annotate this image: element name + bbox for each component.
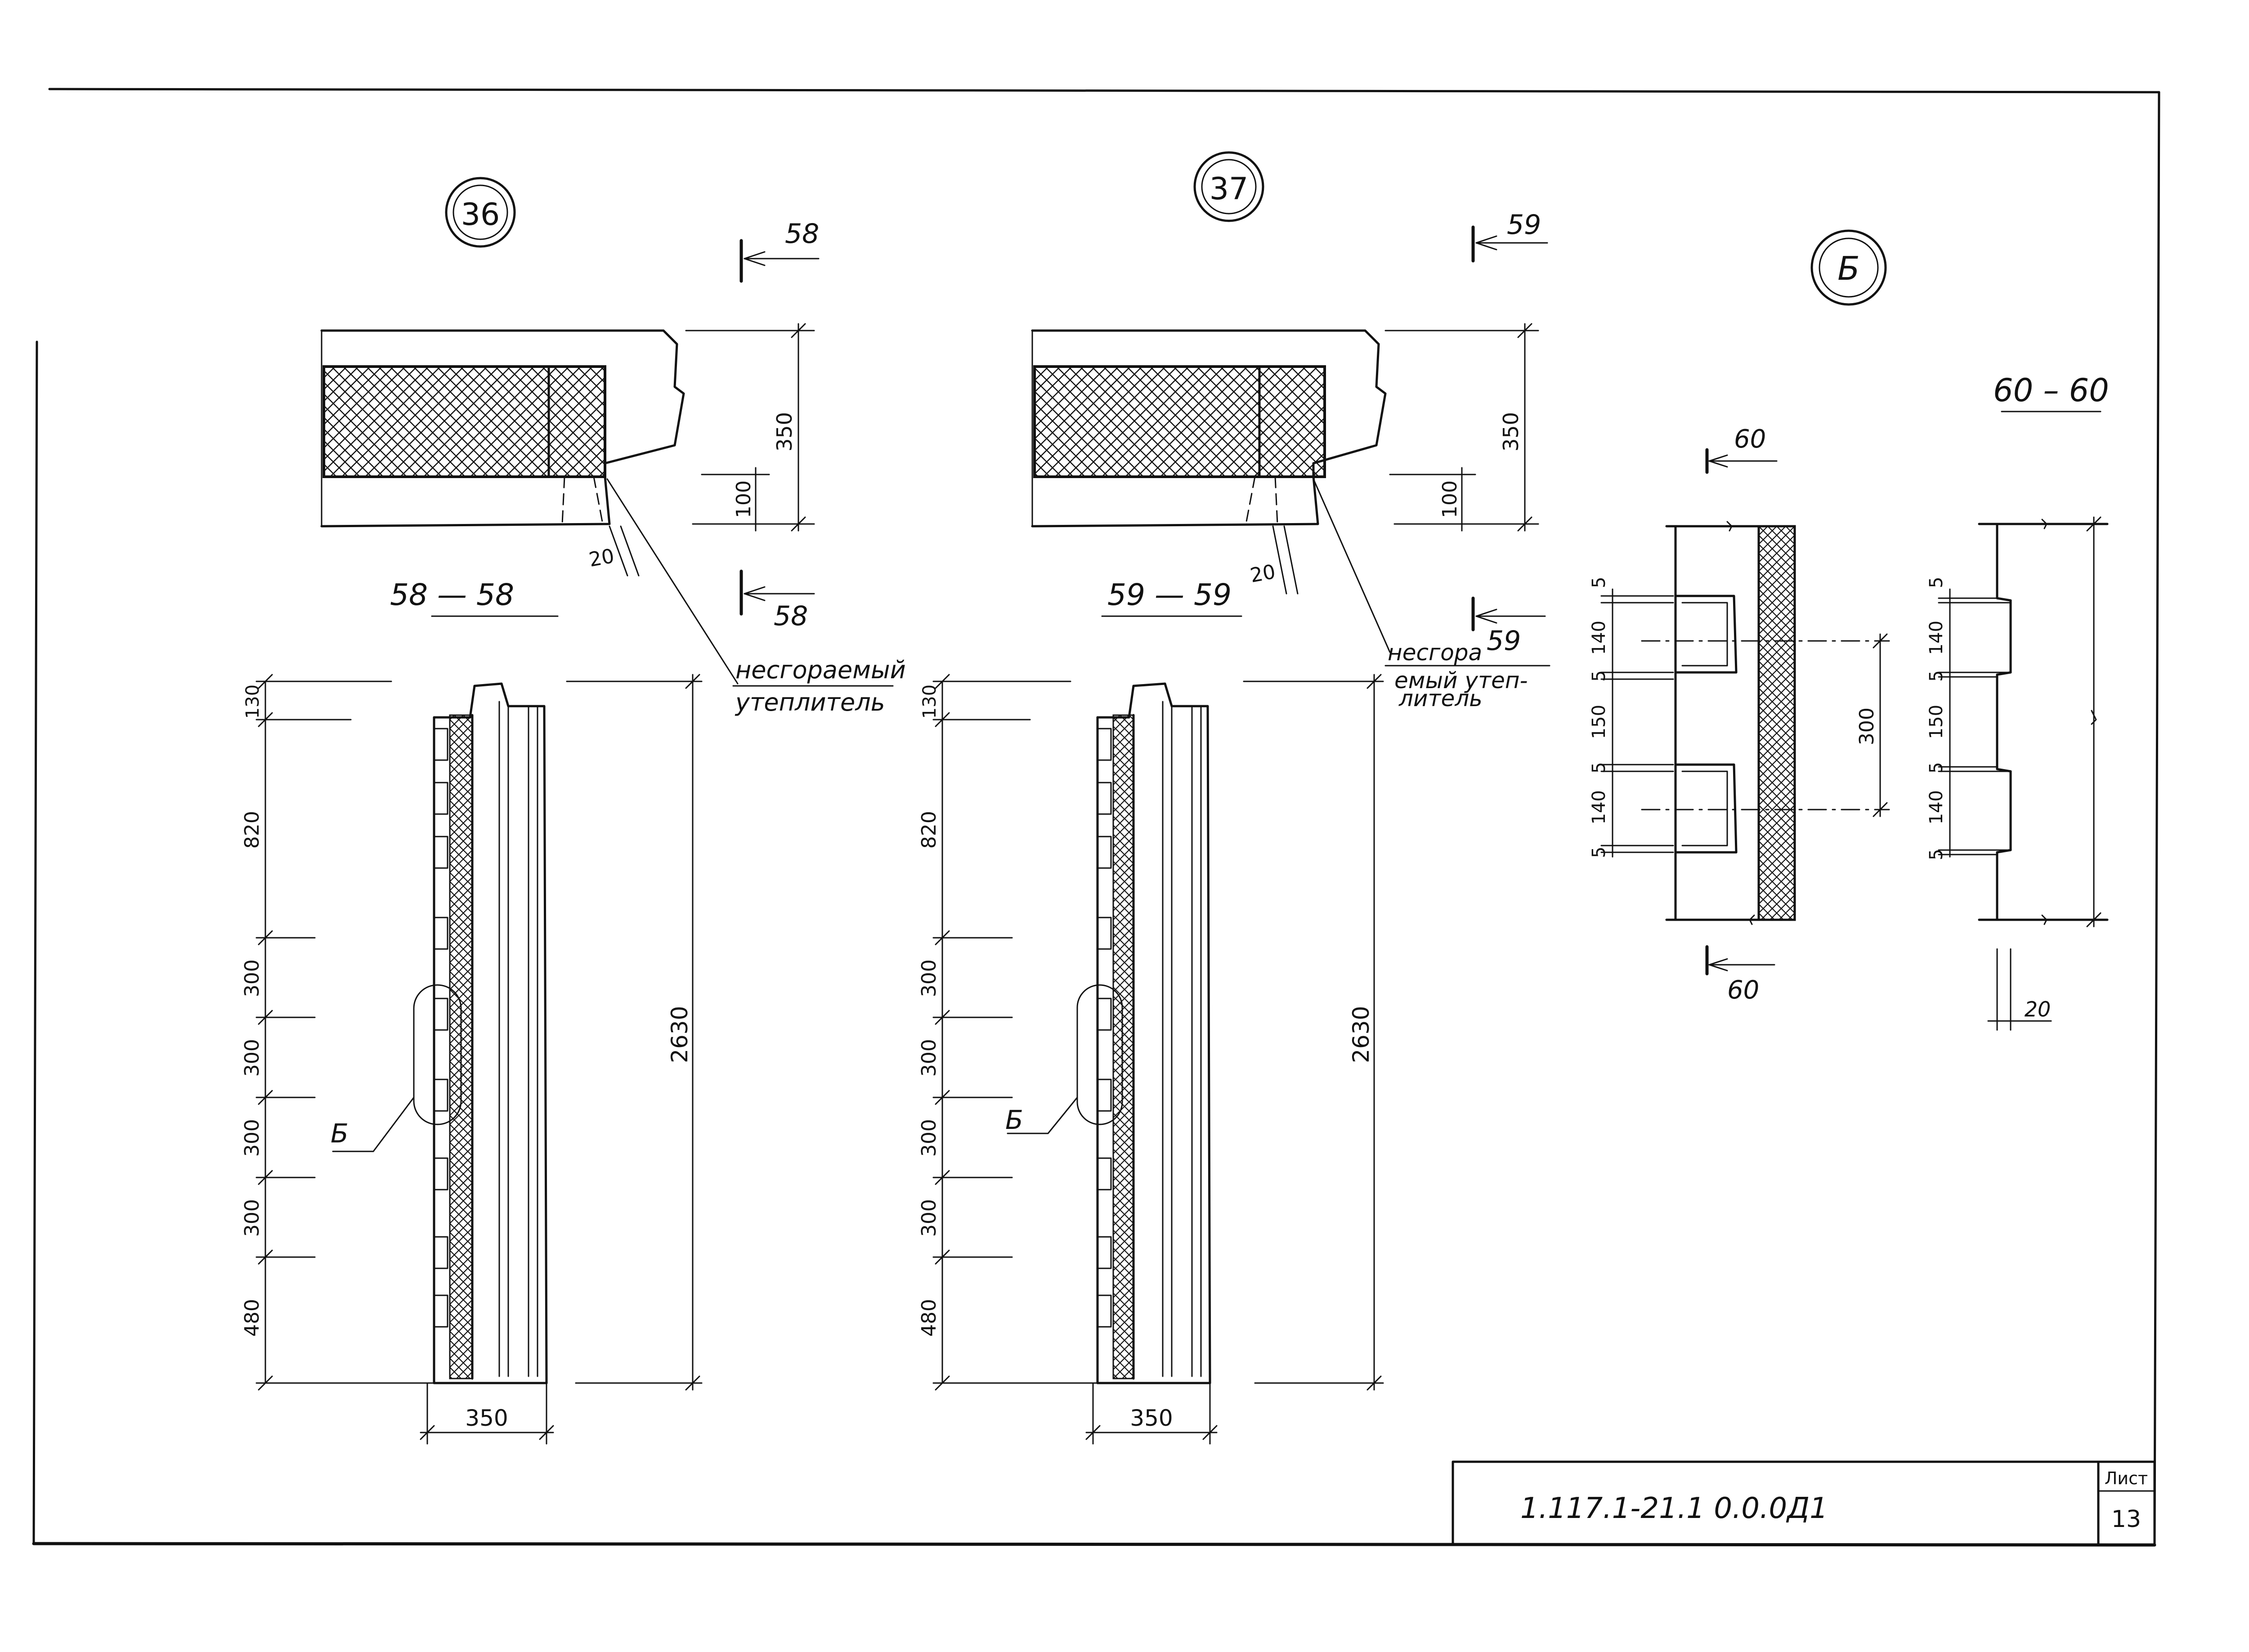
section-60-title: 60 – 60 <box>1993 372 2109 409</box>
section-60-60: 60 – 60 5 140 5 150 5 140 5 20 <box>1926 372 2109 1031</box>
dim-350-58: 350 <box>772 412 797 452</box>
dim-5-s60-d: 5 <box>1926 849 1947 860</box>
note-insulation-1: несгораемый утеплитель <box>732 656 906 716</box>
section-cut-58: 58 58 58 — 58 <box>390 218 820 632</box>
callout-b: Б <box>1810 229 1887 306</box>
dim-130-e1: 130 <box>242 685 263 719</box>
dim-140-b-a: 140 <box>1589 621 1609 655</box>
dim-100-59: 100 <box>1438 480 1461 518</box>
title-block-sheet-label: Лист <box>2105 1468 2148 1488</box>
dim-300-e2-d: 300 <box>918 1199 941 1237</box>
insulation-block-58 <box>323 365 606 478</box>
dim-100-58: 100 <box>732 480 755 518</box>
dim-300-e2-b: 300 <box>918 1039 941 1077</box>
dim-5-b-a: 5 <box>1589 577 1609 588</box>
dim-20-58: 20 <box>587 545 616 572</box>
sheet-frame <box>32 88 2160 1547</box>
dim-350-59: 350 <box>1499 412 1523 452</box>
svg-text:утеплитель: утеплитель <box>735 688 885 716</box>
dim-300-b: 300 <box>1855 707 1878 745</box>
dim-2630-e1: 2630 <box>667 1006 693 1063</box>
detail-ref-b-e1: Б <box>331 1118 349 1149</box>
dim-130-e2: 130 <box>919 685 940 719</box>
dim-5-b-c: 5 <box>1589 762 1609 773</box>
detail-b-fragment: 60 60 5 140 5 150 5 140 5 <box>1589 425 1890 1005</box>
dim-350-e1: 350 <box>465 1405 508 1431</box>
dim-300-e1-a: 300 <box>241 959 264 997</box>
section-58-plan: 350 100 20 <box>320 323 815 685</box>
dim-20-s60: 20 <box>2025 997 2051 1021</box>
dim-350-e2: 350 <box>1130 1405 1173 1431</box>
dim-300-e2-c: 300 <box>918 1119 941 1157</box>
dim-140-s60-b: 140 <box>1926 790 1947 824</box>
insulation-block-59 <box>1033 365 1326 478</box>
dim-5-b-b: 5 <box>1589 670 1609 681</box>
dim-5-s60-a: 5 <box>1926 577 1947 588</box>
title-block: 1.117.1-21.1 0.0.0Д1 Лист 13 <box>1452 1460 2156 1546</box>
dim-480-e1: 480 <box>241 1299 264 1337</box>
svg-text:несгораемый: несгораемый <box>735 656 906 684</box>
section-59-top-label: 59 <box>1507 209 1541 241</box>
dim-5-s60-b: 5 <box>1926 670 1947 681</box>
dim-140-b-b: 140 <box>1589 790 1609 824</box>
section-58-title: 58 — 58 <box>390 578 514 612</box>
section-59-bottom-label: 59 <box>1487 625 1521 657</box>
elevation-panel-2: 130 820 300 300 300 300 480 2630 350 Б <box>918 674 1384 1445</box>
dim-150-b: 150 <box>1589 705 1609 739</box>
section-60-top-label: 60 <box>1734 425 1766 454</box>
dim-5-b-d: 5 <box>1589 846 1609 858</box>
section-58-top-label: 58 <box>785 218 819 250</box>
dim-5-s60-c: 5 <box>1926 762 1947 773</box>
svg-text:литель: литель <box>1398 685 1483 712</box>
section-58-bottom-label: 58 <box>774 600 808 632</box>
title-block-code: 1.117.1-21.1 0.0.0Д1 <box>1520 1492 1828 1525</box>
callout-36: 36 <box>445 177 516 248</box>
callout-37: 37 <box>1193 151 1264 222</box>
dim-480-e2: 480 <box>918 1299 941 1337</box>
dim-300-e1-c: 300 <box>241 1119 264 1157</box>
svg-text:несгора: несгора <box>1388 640 1482 666</box>
dim-300-e1-b: 300 <box>241 1039 264 1077</box>
callout-37-text: 37 <box>1210 171 1249 207</box>
section-59-title: 59 — 59 <box>1107 578 1232 612</box>
svg-text:емый утеп-: емый утеп- <box>1394 667 1528 694</box>
dim-2630-e2: 2630 <box>1348 1006 1374 1063</box>
dim-20-59: 20 <box>1248 560 1277 587</box>
note-insulation-2: несгора емый утеп- литель <box>1384 640 1550 712</box>
elevation-panel-1: 130 820 300 300 300 300 480 2630 350 <box>241 674 703 1445</box>
callout-b-text: Б <box>1837 250 1859 287</box>
detail-ref-b-e2: Б <box>1005 1105 1023 1135</box>
dim-820-e1: 820 <box>241 811 264 849</box>
dim-300-e1-d: 300 <box>241 1199 264 1237</box>
section-60-bottom-label: 60 <box>1727 976 1759 1005</box>
section-59-plan: 350 100 20 <box>1031 323 1539 653</box>
dim-300-e2-a: 300 <box>918 959 941 997</box>
title-block-sheet-number: 13 <box>2111 1506 2141 1533</box>
dim-150-s60: 150 <box>1926 705 1947 739</box>
section-cut-59: 59 59 59 — 59 <box>1101 209 1548 657</box>
dim-820-e2: 820 <box>918 811 941 849</box>
callout-36-text: 36 <box>461 197 500 233</box>
dim-140-s60-a: 140 <box>1926 621 1947 655</box>
